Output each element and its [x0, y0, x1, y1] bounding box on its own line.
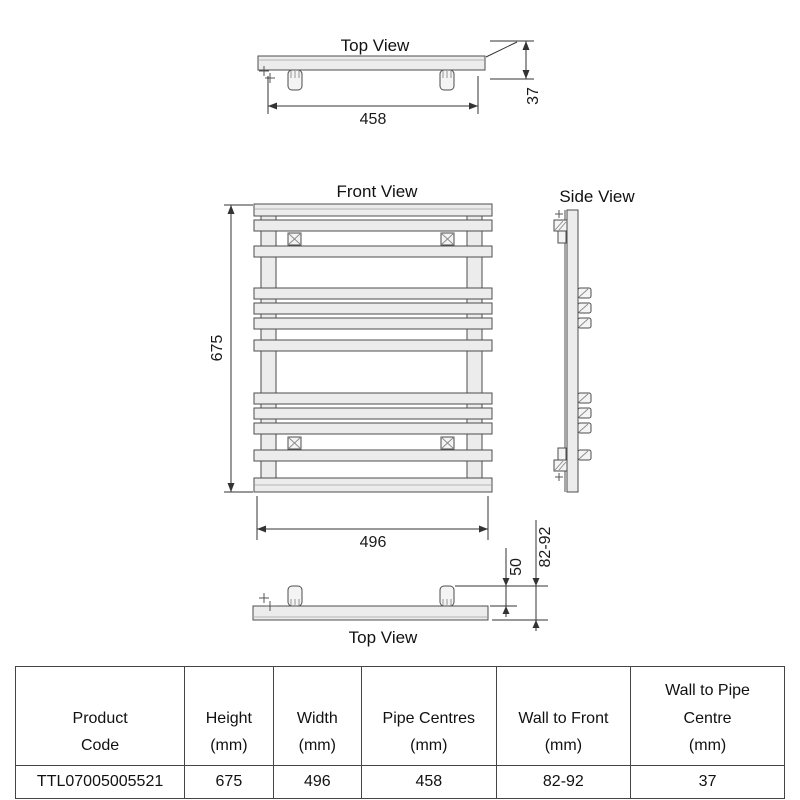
table-row: TTL07005005521 675 496 458 82-92 37	[14, 765, 785, 799]
cell-product-code: TTL07005005521	[14, 765, 186, 799]
cell-wall-to-pipe-centre: 37	[630, 765, 785, 799]
top-view-bracket-right	[439, 69, 455, 91]
front-slats	[253, 219, 493, 462]
cell-pipe-centres: 458	[361, 765, 497, 799]
top-view-rail	[257, 55, 486, 71]
drawing-canvas: Top View	[209, 36, 635, 647]
cell-width: 496	[272, 765, 363, 799]
cell-wall-to-front: 82-92	[495, 765, 632, 799]
dim-wall-to-pipe-value: 37	[525, 87, 542, 105]
dim-bracket: 50	[502, 548, 525, 617]
dim-wall-to-pipe: 37	[485, 40, 542, 105]
col-header-pipe-centres: Pipe Centres (mm)	[361, 666, 497, 766]
side-rail-profile	[566, 209, 579, 493]
top-view-bracket-left	[287, 69, 303, 91]
side-bottom-bracket	[553, 447, 568, 481]
side-top-bracket	[553, 210, 568, 244]
table-header-row: Product Code Height (mm) Width (mm) Pipe…	[14, 666, 785, 766]
front-wall-clips	[287, 232, 455, 450]
top-view-drawing: Top View	[257, 36, 542, 128]
front-top-rail	[253, 203, 493, 217]
side-view-drawing: Side View	[553, 187, 635, 493]
fixing-cross-marks-bottom	[259, 593, 275, 611]
top-view-label: Top View	[341, 36, 410, 55]
bottom-view-rail	[252, 605, 489, 621]
col-header-wall-to-front: Wall to Front (mm)	[495, 666, 632, 766]
col-header-width: Width (mm)	[272, 666, 363, 766]
spec-table: Product Code Height (mm) Width (mm) Pipe…	[14, 666, 785, 799]
dim-height: 675	[209, 204, 253, 493]
col-header-height: Height (mm)	[184, 666, 274, 766]
dim-width: 496	[256, 496, 489, 551]
bottom-view-label: Top View	[349, 628, 418, 647]
dim-width-value: 496	[360, 534, 387, 551]
front-view-drawing: Front View	[209, 182, 493, 551]
front-view-label: Front View	[337, 182, 419, 201]
bottom-view-bracket-left	[287, 585, 303, 607]
bottom-view-drawing: Top View 50 82-92	[252, 520, 554, 647]
fixing-cross-marks	[259, 66, 275, 83]
dim-height-value: 675	[209, 335, 226, 362]
cell-height: 675	[184, 765, 274, 799]
dim-wall-to-front-value: 82-92	[537, 526, 554, 567]
col-header-wall-to-pipe-centre: Wall to Pipe Centre (mm)	[630, 666, 785, 766]
dim-bracket-value: 50	[508, 558, 525, 576]
side-view-label: Side View	[559, 187, 635, 206]
col-header-product-code: Product Code	[14, 666, 186, 766]
dim-pipe-centres-value: 458	[360, 111, 387, 128]
bottom-view-bracket-right	[439, 585, 455, 607]
dim-pipe-centres: 458	[267, 76, 479, 128]
dim-wall-to-front: 82-92	[532, 520, 554, 631]
side-bar-ends	[577, 287, 592, 461]
